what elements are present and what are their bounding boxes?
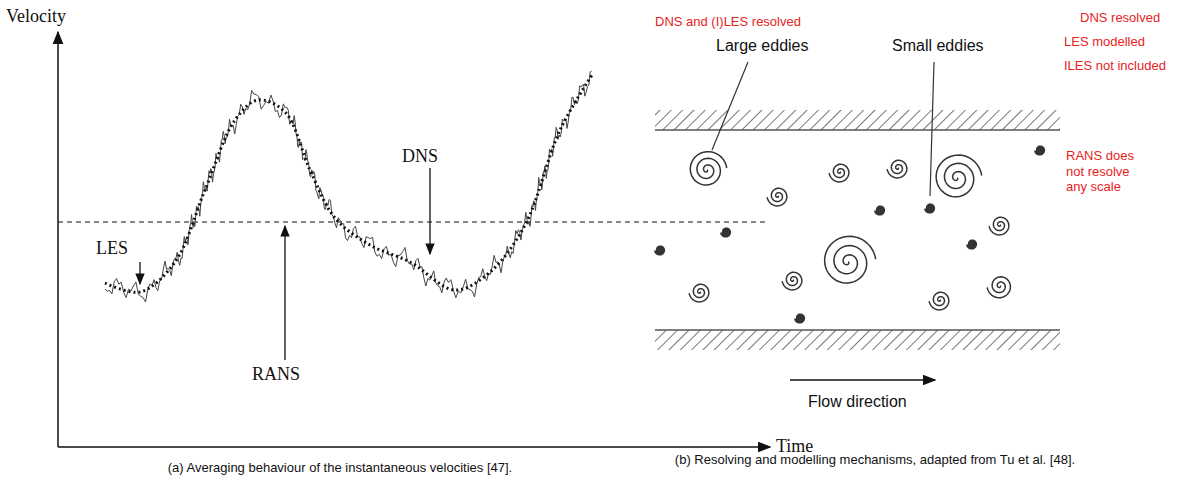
part-label: Flow direction [808, 392, 907, 411]
annotation: DNS and (I)LES resolved [655, 14, 801, 30]
eddy-spiral [782, 272, 802, 290]
y-axis [57, 32, 59, 447]
eddy-spiral [929, 292, 949, 310]
eddy-spiral [689, 284, 709, 302]
eddy-spiral [987, 277, 1010, 298]
eddy-spiral [655, 246, 664, 254]
eddy-spiral [795, 314, 804, 322]
axis-label: Velocity [6, 6, 66, 28]
eddy-spiral [825, 236, 876, 283]
annotation: LES modelled [1064, 34, 1145, 50]
rans-pointer [284, 226, 285, 360]
eddies [655, 146, 1044, 322]
eddy-spiral [925, 204, 934, 212]
annotation: RANS does not resolve any scale [1066, 148, 1152, 195]
eddy-spiral [967, 240, 976, 248]
annotation: ILES not included [1064, 58, 1166, 74]
curve-label: LES [96, 238, 128, 260]
bottom-wall [655, 330, 1060, 350]
eddy-spiral [887, 160, 907, 178]
eddy-spiral [721, 228, 730, 236]
eddy-spiral [767, 188, 787, 206]
les-curve [105, 75, 592, 292]
dns-curve [105, 71, 592, 302]
rans-mean-line [58, 221, 765, 222]
eddy-spiral [989, 217, 1009, 235]
flow-arrow [790, 379, 935, 381]
annotation: DNS resolved [1080, 10, 1160, 26]
leader-line [930, 62, 934, 196]
curve-label: DNS [402, 146, 438, 168]
eddy-spiral [690, 152, 726, 185]
dns-pointer [429, 168, 430, 254]
eddy-spiral [1035, 146, 1044, 154]
velocity-curves [105, 71, 592, 302]
part-label: Large eddies [716, 36, 809, 55]
x-axis [58, 446, 770, 448]
eddy-spiral [875, 206, 884, 214]
leader-line [712, 62, 748, 150]
les-pointer [139, 262, 140, 284]
curve-label: RANS [252, 364, 300, 386]
top-wall [655, 110, 1060, 130]
caption: (b) Resolving and modelling mechanisms, … [660, 452, 1090, 468]
part-label: Small eddies [892, 36, 984, 55]
eddy-spiral [829, 164, 849, 182]
caption: (a) Averaging behaviour of the instantan… [60, 460, 620, 476]
eddy-spiral [936, 155, 982, 197]
top-wall-edge [655, 129, 1060, 131]
bottom-wall-edge [655, 329, 1060, 331]
